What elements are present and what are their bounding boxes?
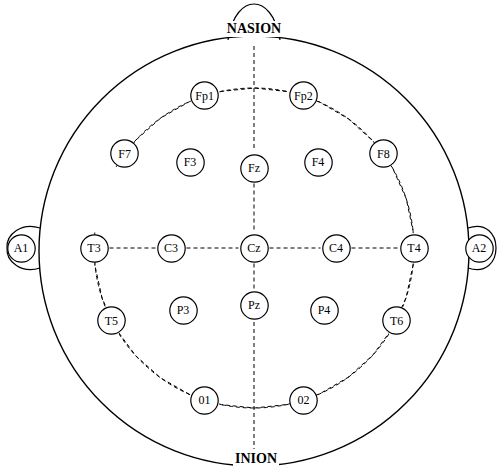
dashed-guide-line [318, 101, 374, 142]
dashed-guide-line [95, 88, 413, 408]
electrode-label: Fz [248, 162, 260, 174]
dashed-guide-line [352, 248, 399, 249]
electrode-label: Cz [247, 242, 260, 254]
dashed-guide-line [219, 404, 288, 408]
dashed-guide-line [254, 264, 255, 290]
electrode-circle: A2 [465, 234, 494, 263]
electrode-circle: 01 [190, 386, 219, 415]
left-ear [7, 226, 40, 269]
electrode-circle: F8 [369, 139, 398, 168]
electrode-circle: P3 [169, 296, 198, 325]
electrode-label: A2 [472, 242, 487, 254]
electrode-label: Fp2 [294, 90, 313, 102]
electrode-label: A1 [14, 242, 29, 254]
electrode-label: Fp1 [195, 90, 214, 102]
electrode-circle: Cz [240, 234, 269, 263]
electrode-label: T4 [407, 242, 420, 254]
electrode-circle: A1 [7, 234, 36, 263]
head-circle [39, 36, 469, 466]
electrode-label: F7 [118, 148, 131, 160]
electrode-label: T6 [390, 315, 403, 327]
electrode-circle: Pz [240, 291, 269, 320]
dashed-guide-line [110, 248, 156, 249]
electrode-label: Pz [248, 299, 260, 311]
electrode-label: 01 [199, 394, 211, 406]
electrode-circle: F4 [304, 148, 333, 177]
electrode-label: P4 [318, 304, 331, 316]
electrode-circle: 02 [289, 386, 318, 415]
electrode-label: P3 [177, 304, 190, 316]
dashed-guide-line [187, 248, 239, 249]
midline-back [254, 322, 255, 449]
landmark-label: NASION [225, 21, 283, 36]
electrode-circle: F7 [110, 139, 139, 168]
electrode-circle: Fz [240, 154, 269, 183]
midline-front [254, 46, 255, 150]
electrode-circle: P4 [310, 296, 339, 325]
electrode-label: C3 [164, 242, 178, 254]
electrode-circle: T3 [80, 234, 109, 263]
electrode-label: T5 [105, 315, 118, 327]
electrode-circle: T4 [400, 234, 429, 263]
electrode-circle: C4 [322, 234, 351, 263]
electrode-label: 02 [297, 394, 309, 406]
electrode-label: T3 [87, 242, 100, 254]
electrode-circle: Fp1 [190, 81, 219, 110]
electrode-label: F8 [377, 148, 390, 160]
dashed-guide-line [270, 248, 321, 249]
electrode-circle: T5 [97, 306, 126, 335]
electrode-circle: T6 [382, 306, 411, 335]
electrode-circle: F3 [176, 148, 205, 177]
dashed-guide-line [134, 101, 190, 142]
electrode-circle: C3 [157, 234, 186, 263]
dashed-guide-line [254, 184, 255, 233]
electrode-label: F3 [184, 156, 197, 168]
electrode-label: C4 [329, 242, 343, 254]
dashed-guide-line [219, 88, 288, 92]
dashed-guide-line [318, 334, 389, 395]
dashed-guide-line [119, 334, 190, 395]
dashed-guide-line [392, 167, 413, 233]
electrode-circle: Fp2 [289, 81, 318, 110]
landmark-label: INION [233, 451, 279, 466]
electrode-label: F4 [312, 156, 325, 168]
